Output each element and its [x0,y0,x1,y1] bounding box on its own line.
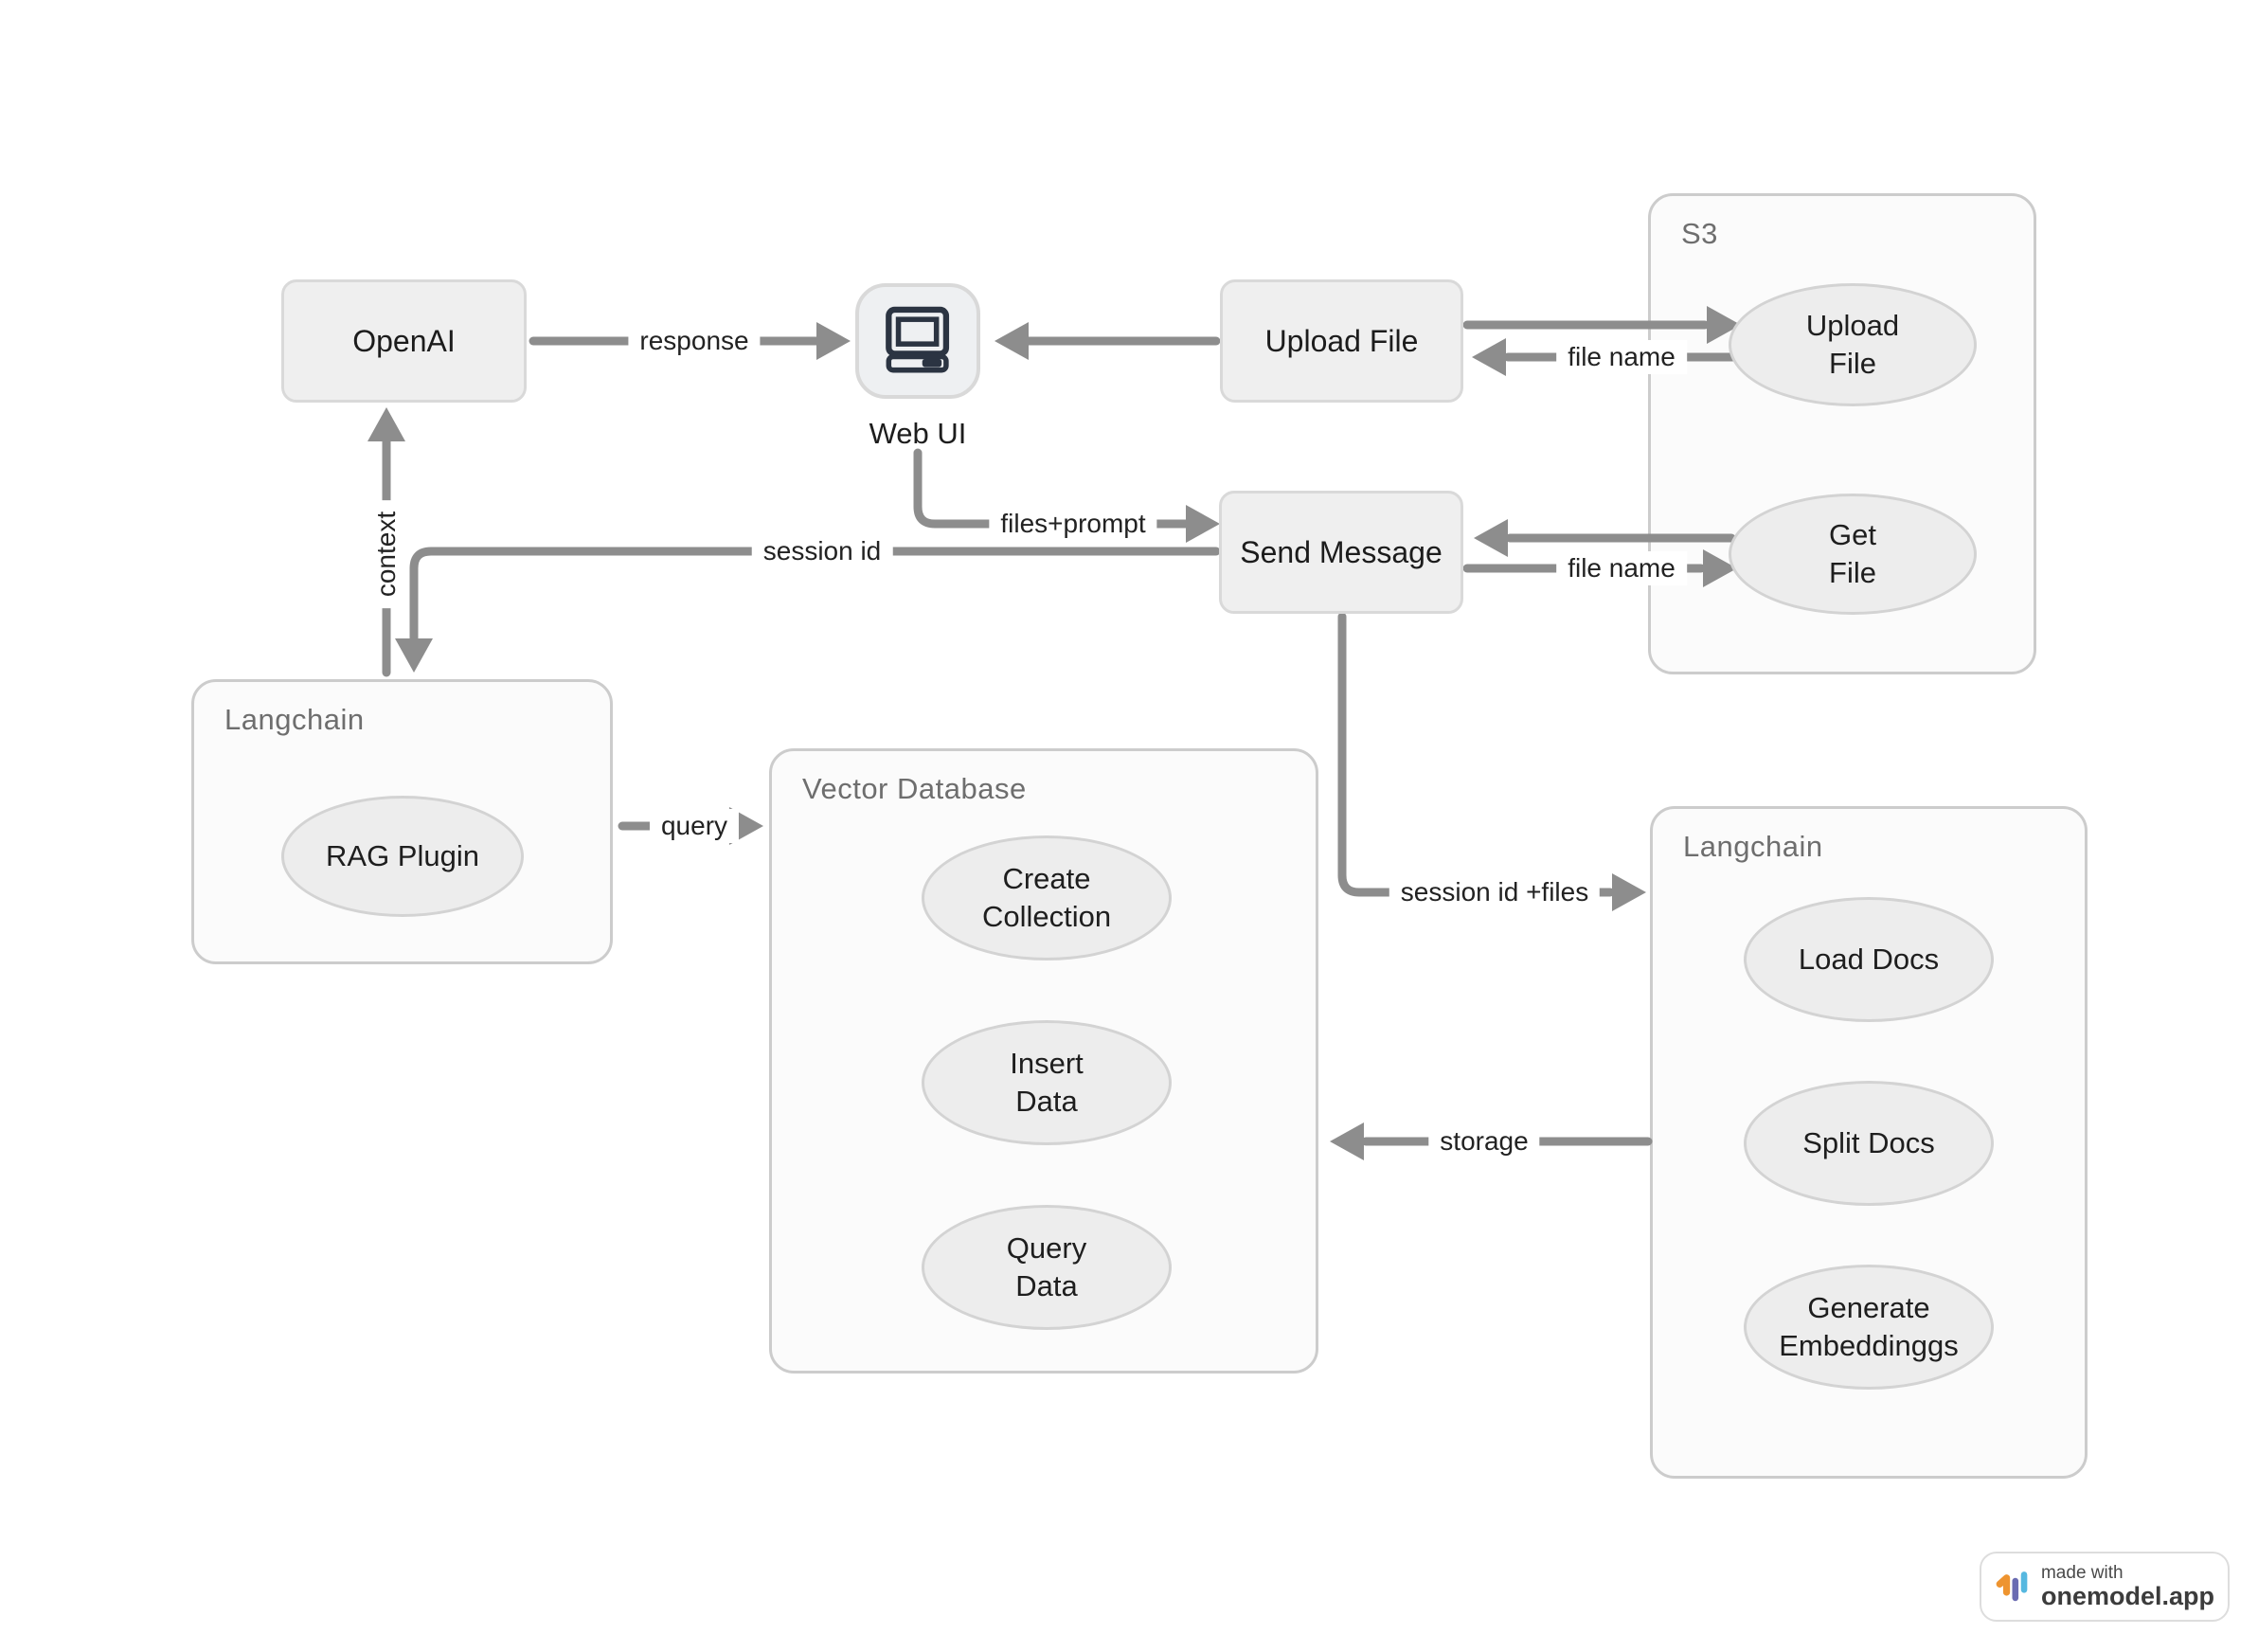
op-split-docs[interactable]: Split Docs [1744,1081,1994,1206]
op-generate-embeddings[interactable]: Generate Embeddinggs [1744,1265,1994,1390]
op-insert-data-line1: Insert [1010,1047,1084,1081]
op-get-file[interactable]: Get File [1729,494,1977,615]
edge-label-upload-file-name: file name [1556,340,1687,374]
edge-label-session-id-files: session id +files [1389,875,1601,909]
arrowhead-session-id-files [1612,873,1646,911]
container-langchain-right-title: Langchain [1683,830,1823,863]
op-load-docs-label: Load Docs [1798,943,1940,977]
arrowhead-storage [1330,1122,1364,1160]
badge-made-with: made with [2040,1562,2124,1583]
node-send-message-label: Send Message [1240,534,1443,569]
node-openai-label: OpenAI [352,323,456,358]
edge-files-prompt-line [913,448,1191,529]
op-create-collection[interactable]: Create Collection [922,835,1172,961]
op-create-collection-line2: Collection [981,900,1112,933]
op-generate-embeddings-line2: Embeddinggs [1779,1329,1959,1362]
op-insert-data-line2: Data [1015,1085,1078,1118]
arrowhead-context [367,407,405,441]
computer-icon [886,306,950,373]
op-generate-embeddings-line1: Generate [1807,1291,1930,1325]
op-split-docs-label: Split Docs [1802,1126,1935,1160]
edge-label-files-prompt: files+prompt [989,507,1157,541]
edge-session-id-files-line [1337,612,1615,897]
arrowhead-getfile-to-send [1474,519,1508,557]
op-query-data-line2: Data [1015,1269,1078,1302]
onemodel-badge[interactable]: made with onemodel.app [1980,1552,2230,1622]
node-upload-file-label: Upload File [1264,323,1419,358]
arrowhead-upload-to-webui [995,322,1029,360]
node-web-ui[interactable] [855,283,980,399]
edge-label-query: query [649,809,740,843]
op-upload-file[interactable]: Upload File [1729,283,1977,406]
edge-label-session-id: session id [751,534,893,568]
container-langchain-left-title: Langchain [224,703,365,736]
op-upload-file-line2: File [1829,347,1876,380]
arrowhead-session-id [395,638,433,673]
arrowhead-response [816,322,851,360]
node-upload-file[interactable]: Upload File [1220,279,1463,403]
op-load-docs[interactable]: Load Docs [1744,897,1994,1022]
op-insert-data[interactable]: Insert Data [922,1020,1172,1145]
edge-label-response: response [628,324,761,358]
edge-label-get-file-name: file name [1556,551,1687,585]
edge-session-id-line [409,547,1221,643]
arrowhead-upload-to-s3 [1707,306,1741,344]
container-s3-title: S3 [1681,217,1718,250]
op-create-collection-line1: Create [1002,862,1091,896]
op-get-file-line1: Get [1829,518,1876,552]
op-get-file-line2: File [1829,556,1876,589]
node-send-message[interactable]: Send Message [1219,491,1463,614]
node-web-ui-label: Web UI [869,417,967,450]
edge-label-context: context [369,499,403,609]
node-openai[interactable]: OpenAI [281,279,527,403]
onemodel-logo-icon [1996,1571,2028,1602]
arrowhead-files-prompt [1186,505,1220,543]
arrowhead-send-filename [1703,549,1737,587]
op-rag-plugin-label: RAG Plugin [326,839,479,873]
op-rag-plugin[interactable]: RAG Plugin [281,796,524,917]
edge-label-storage: storage [1428,1124,1540,1158]
op-query-data[interactable]: Query Data [922,1205,1172,1330]
badge-brand: onemodel.app [2040,1581,2214,1610]
container-vector-database-title: Vector Database [802,772,1027,805]
arrowhead-s3-filename [1472,338,1506,376]
op-query-data-line1: Query [1006,1231,1087,1266]
op-upload-file-line1: Upload [1805,309,1900,343]
